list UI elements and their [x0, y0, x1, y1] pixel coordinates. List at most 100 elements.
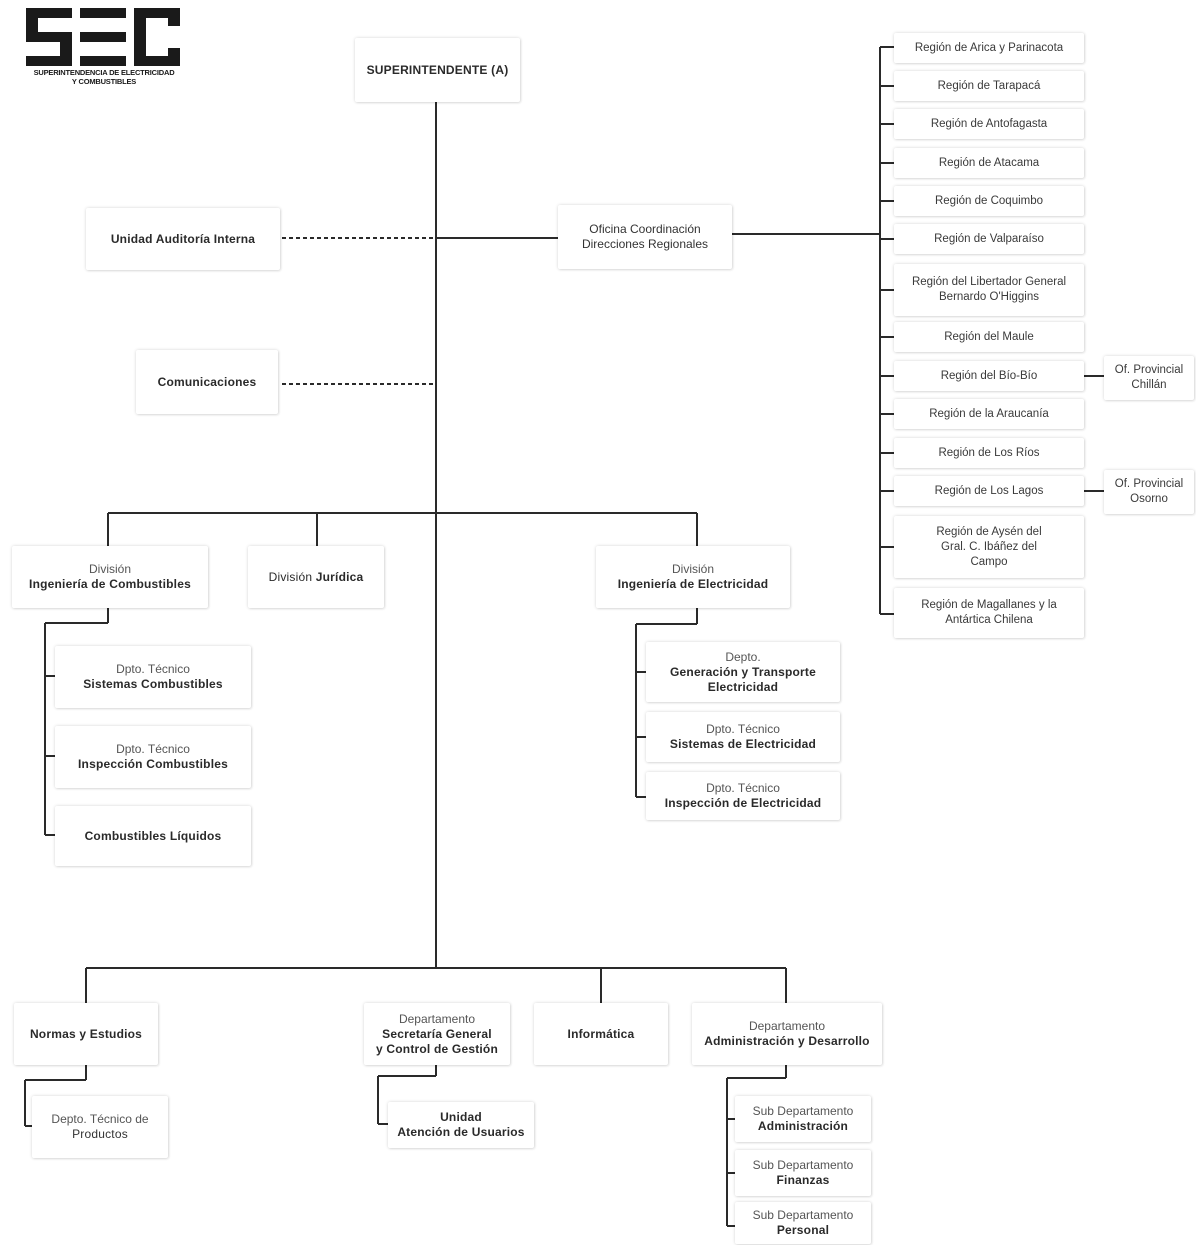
osorno-line2: Osorno [1130, 493, 1168, 505]
sub-line2: Personal [776, 1223, 830, 1237]
division-electricidad: División Ingeniería de Electricidad [596, 546, 790, 608]
informatica-label: Informática [567, 1026, 635, 1041]
sub-line1: Sub Departamento [752, 1208, 854, 1222]
dept-line2: Inspección de Electricidad [664, 796, 822, 810]
div-electricidad-line1: División [671, 562, 714, 576]
chillan-line2: Chillán [1131, 379, 1167, 391]
dpto-sistemas-electricidad: Dpto. Técnico Sistemas de Electricidad [646, 712, 840, 762]
sec-logo-mark [26, 8, 180, 66]
div-juridica-label: División Jurídica [269, 570, 364, 585]
region-label: Región del Maule [944, 330, 1034, 343]
dpto-inspeccion-combustibles: Dpto. Técnico Inspección Combustibles [55, 726, 251, 788]
depto-productos-box: Depto. Técnico de Productos [32, 1096, 168, 1158]
dept-line1: Dpto. Técnico [116, 662, 190, 676]
region-maule: Región del Maule [894, 322, 1084, 352]
region-los-rios: Región de Los Ríos [894, 438, 1084, 468]
sec-logo: SUPERINTENDENCIA DE ELECTRICIDAD Y COMBU… [26, 8, 186, 86]
administracion-line2: Administración y Desarrollo [704, 1034, 870, 1048]
div-electricidad-line2: Ingeniería de Electricidad [617, 577, 769, 591]
div-juridica-line1: División [268, 569, 313, 584]
combustibles-liquidos: Combustibles Líquidos [55, 806, 251, 866]
div-combustibles-line1: División [88, 562, 131, 576]
auditoria-label: Unidad Auditoría Interna [110, 231, 256, 246]
auditoria-box: Unidad Auditoría Interna [86, 208, 280, 270]
region-label: Región de la Araucanía [929, 407, 1049, 420]
region-biobio: Región del Bío-Bío [894, 361, 1084, 391]
division-combustibles: División Ingeniería de Combustibles [12, 546, 208, 608]
region-arica: Región de Arica y Parinacota [894, 33, 1084, 63]
sub-depto-finanzas: Sub Departamento Finanzas [735, 1150, 871, 1196]
dept-line1: Dpto. Técnico [706, 781, 780, 795]
region-label: Región de Aysén del Gral. C. Ibáñez del … [936, 525, 1042, 568]
region-los-lagos: Región de Los Lagos [894, 476, 1084, 506]
region-label: Región de Tarapacá [937, 79, 1041, 92]
oficina-provincial-chillan: Of. Provincial Chillán [1104, 356, 1194, 400]
administracion-desarrollo-box: Departamento Administración y Desarrollo [692, 1003, 882, 1065]
sub-line1: Sub Departamento [752, 1104, 854, 1118]
osorno-line1: Of. Provincial [1114, 478, 1184, 490]
dept-line2: Generación y Transporte [670, 664, 816, 679]
oficina-coordinacion-box: Oficina Coordinación Direcciones Regiona… [558, 205, 732, 269]
comunicaciones-label: Comunicaciones [157, 374, 257, 389]
region-antofagasta: Región de Antofagasta [894, 109, 1084, 139]
dpto-inspeccion-electricidad: Dpto. Técnico Inspección de Electricidad [646, 772, 840, 820]
normas-label: Normas y Estudios [29, 1026, 143, 1041]
secretaria-line2: Secretaría General [382, 1026, 492, 1041]
oficina-coordinacion-line2: Direcciones Regionales [581, 237, 709, 251]
region-label: Región de Antofagasta [930, 117, 1048, 130]
region-label: Región de Los Ríos [938, 446, 1040, 459]
chillan-line1: Of. Provincial [1114, 364, 1184, 376]
region-label: Región de Arica y Parinacota [914, 41, 1064, 54]
administracion-line1: Departamento [748, 1019, 826, 1033]
region-label: Región de Magallanes y la Antártica Chil… [921, 599, 1057, 626]
productos-line1: Depto. Técnico de [51, 1112, 149, 1126]
depto-generacion-transporte: Depto. Generación y Transporte Electrici… [646, 642, 840, 702]
sub-line2: Administración [757, 1119, 849, 1133]
dept-line1: Depto. [725, 649, 761, 664]
region-ohiggins: Región del Libertador General Bernardo O… [894, 264, 1084, 316]
region-label: Región del Libertador General Bernardo O… [911, 276, 1067, 303]
comunicaciones-box: Comunicaciones [136, 350, 278, 414]
secretaria-line1: Departamento [398, 1011, 476, 1026]
region-aysen: Región de Aysén del Gral. C. Ibáñez del … [894, 516, 1084, 578]
dept-line2: Inspección Combustibles [78, 757, 228, 771]
region-magallanes: Región de Magallanes y la Antártica Chil… [894, 588, 1084, 638]
region-label: Región del Bío-Bío [940, 369, 1038, 382]
sub-depto-administracion: Sub Departamento Administración [735, 1096, 871, 1142]
region-label: Región de Atacama [938, 156, 1040, 169]
oficina-provincial-osorno: Of. Provincial Osorno [1104, 470, 1194, 514]
dept-line3: Electricidad [707, 679, 779, 694]
region-araucania: Región de la Araucanía [894, 399, 1084, 429]
dept-line1: Dpto. Técnico [116, 742, 190, 756]
region-label: Región de Coquimbo [934, 194, 1044, 207]
superintendente-box: SUPERINTENDENTE (A) [355, 38, 520, 102]
atencion-line1: Unidad [440, 1110, 482, 1124]
informatica-box: Informática [534, 1003, 668, 1065]
dept-line1: Dpto. Técnico [706, 722, 780, 736]
region-valparaiso: Región de Valparaíso [894, 224, 1084, 254]
region-coquimbo: Región de Coquimbo [894, 186, 1084, 216]
dept-line2: Combustibles Líquidos [84, 828, 222, 843]
logo-subtitle-line2: Y COMBUSTIBLES [71, 77, 137, 86]
superintendente-label: SUPERINTENDENTE (A) [366, 62, 509, 77]
sub-depto-personal: Sub Departamento Personal [735, 1202, 871, 1244]
region-atacama: Región de Atacama [894, 148, 1084, 178]
div-combustibles-line2: Ingeniería de Combustibles [29, 577, 191, 591]
secretaria-line3: y Control de Gestión [375, 1041, 498, 1056]
unidad-atencion-box: Unidad Atención de Usuarios [388, 1102, 534, 1148]
dept-line2: Sistemas Combustibles [83, 677, 223, 691]
dept-line2: Sistemas de Electricidad [669, 737, 817, 751]
dpto-sistemas-combustibles: Dpto. Técnico Sistemas Combustibles [55, 646, 251, 708]
productos-line2: Productos [72, 1127, 128, 1141]
region-tarapaca: Región de Tarapacá [894, 71, 1084, 101]
normas-estudios-box: Normas y Estudios [14, 1003, 158, 1065]
secretaria-general-box: Departamento Secretaría General y Contro… [364, 1003, 510, 1065]
logo-subtitle-line1: SUPERINTENDENCIA DE ELECTRICIDAD [33, 68, 175, 77]
region-label: Región de Los Lagos [934, 484, 1044, 497]
atencion-line2: Atención de Usuarios [397, 1125, 525, 1139]
div-juridica-line2: Jurídica [315, 569, 364, 584]
sub-line1: Sub Departamento [752, 1158, 854, 1172]
division-juridica: División Jurídica [248, 546, 384, 608]
oficina-coordinacion-line1: Oficina Coordinación [589, 222, 701, 236]
